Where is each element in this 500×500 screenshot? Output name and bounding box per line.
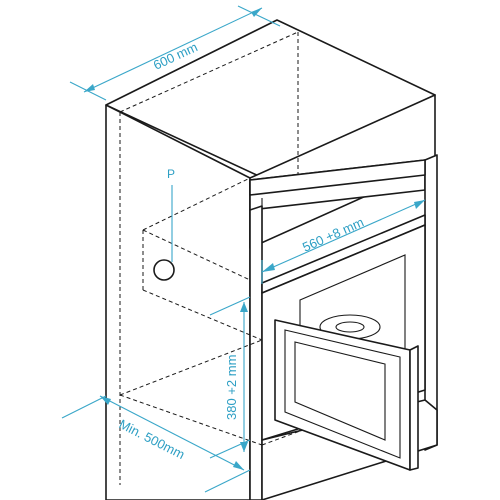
power-socket-icon <box>153 259 175 281</box>
turntable-hub-icon <box>335 321 365 333</box>
power-point-label: P <box>167 167 175 181</box>
niche-left-frame <box>249 205 263 500</box>
dimension-height-niche-label: 380 +2 mm <box>224 355 239 420</box>
dimension-height-niche: 380 +2 mm <box>209 296 251 459</box>
upper-shelf <box>249 159 426 250</box>
cabinet-left-face <box>105 104 251 500</box>
hidden-edges <box>119 31 426 485</box>
door-edge <box>409 345 419 471</box>
door-window <box>294 341 386 441</box>
door-frame <box>284 329 401 459</box>
microwave <box>261 224 426 471</box>
power-socket: P <box>153 167 175 281</box>
